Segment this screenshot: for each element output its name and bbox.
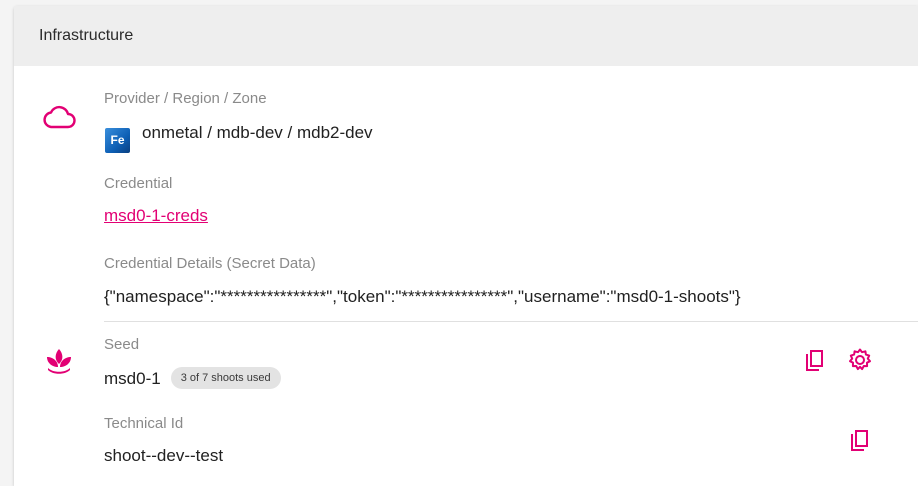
credential-details-label: Credential Details (Secret Data) bbox=[104, 255, 316, 272]
infrastructure-card: Infrastructure Provider / Region / Zone … bbox=[14, 6, 918, 486]
copy-technical-id-icon[interactable] bbox=[849, 429, 871, 453]
seed-label: Seed bbox=[104, 336, 140, 353]
seed-value-row: msd0-1 3 of 7 shoots used bbox=[104, 367, 281, 389]
seed-icon bbox=[47, 349, 71, 374]
credential-label: Credential bbox=[104, 175, 173, 192]
cloud-icon bbox=[43, 105, 76, 129]
technical-id-value: shoot--dev--test bbox=[104, 446, 224, 465]
copy-seed-icon[interactable] bbox=[804, 349, 826, 373]
card-title: Infrastructure bbox=[39, 27, 134, 44]
provider-value: onmetal / mdb-dev / mdb2-dev bbox=[142, 123, 373, 142]
provider-value-row: Fe onmetal / mdb-dev / mdb2-dev bbox=[105, 123, 373, 153]
technical-id-label: Technical Id bbox=[104, 415, 184, 432]
credential-value-wrap: msd0-1-creds bbox=[104, 206, 208, 226]
shoots-usage-badge: 3 of 7 shoots used bbox=[170, 367, 281, 389]
provider-logo: Fe bbox=[105, 128, 130, 153]
credential-details-value: {"namespace":"****************","token":… bbox=[104, 287, 741, 306]
credential-link[interactable]: msd0-1-creds bbox=[104, 206, 208, 225]
divider bbox=[104, 321, 918, 322]
seed-value: msd0-1 bbox=[104, 369, 161, 388]
gear-icon[interactable] bbox=[847, 347, 873, 373]
provider-label: Provider / Region / Zone bbox=[104, 90, 267, 107]
card-header: Infrastructure bbox=[14, 6, 918, 66]
